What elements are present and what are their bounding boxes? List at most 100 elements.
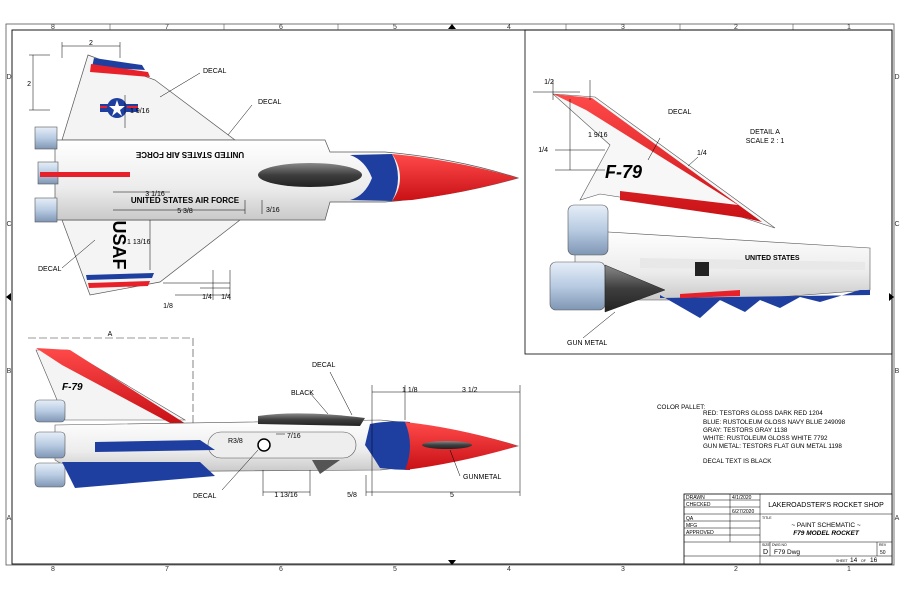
tb-total: 16 xyxy=(870,557,878,564)
dim-1-4-b: 1/4 xyxy=(221,294,231,301)
zone-top-8: 8 xyxy=(51,24,55,31)
detail-body-text: UNITED STATES xyxy=(745,255,800,262)
detail-title: DETAIL A xyxy=(750,129,780,136)
dim-2-vertical: 2 xyxy=(27,81,31,88)
detail-a-marker: A xyxy=(108,331,113,338)
zone-bottom-5: 5 xyxy=(393,566,397,573)
detail-scale: SCALE 2 : 1 xyxy=(746,138,785,145)
detail-decal-label: DECAL xyxy=(668,109,691,116)
decal-label-2: DECAL xyxy=(258,99,281,106)
zone-right-b: B xyxy=(895,368,900,375)
roundel-icon xyxy=(100,98,138,118)
palette-line-white: WHITE: RUSTOLEUM GLOSS WHITE 7792 xyxy=(703,435,828,442)
detail-dim-1-9-16: 1 9/16 xyxy=(588,132,608,139)
detail-gunmetal-cone xyxy=(604,264,666,313)
decal-label-1: DECAL xyxy=(203,68,226,75)
zone-top-1: 1 xyxy=(847,24,851,31)
tb-title-2: F79 MODEL ROCKET xyxy=(793,530,860,537)
zone-bottom-4: 4 xyxy=(507,566,511,573)
tb-dwg: F79 Dwg xyxy=(774,549,800,556)
detail-dim-1-4-a: 1/4 xyxy=(538,147,548,154)
zone-right-c: C xyxy=(894,221,899,228)
tb-size-label: SIZE xyxy=(762,543,770,547)
dim-1-13-16: 1 13/16 xyxy=(127,239,150,246)
tb-rev: 50 xyxy=(880,550,886,556)
zone-top-4: 4 xyxy=(507,24,511,31)
side-view: A F-79 xyxy=(28,331,521,500)
zone-markers-bottom: 8 7 6 5 4 3 2 1 xyxy=(51,566,851,573)
zone-bottom-8: 8 xyxy=(51,566,55,573)
palette-line-blue: BLUE: RUSTOLEUM GLOSS NAVY BLUE 249098 xyxy=(703,419,846,426)
palette-line-gray: GRAY: TESTORS GRAY 1138 xyxy=(703,427,788,434)
zone-bottom-6: 6 xyxy=(279,566,283,573)
color-palette-notes: COLOR PALLET: RED: TESTORS GLOSS DARK RE… xyxy=(657,404,846,465)
palette-note: DECAL TEXT IS BLACK xyxy=(703,458,772,465)
tb-size: D xyxy=(763,549,768,556)
detail-frame xyxy=(524,29,893,355)
tb-date-checked: 6/27/2020 xyxy=(732,509,754,515)
wing-text-bottom: UNITED STATES AIR FORCE xyxy=(131,196,240,205)
zone-left-d: D xyxy=(6,74,11,81)
dim-5: 5 xyxy=(450,492,454,499)
zone-left-c: C xyxy=(6,221,11,228)
zone-top-5: 5 xyxy=(393,24,397,31)
zone-markers-top: 8 7 6 5 4 3 2 1 xyxy=(51,24,851,31)
decal-label-3: DECAL xyxy=(38,266,61,273)
tb-checked-label: CHECKED xyxy=(686,502,711,508)
dim-7-16: 7/16 xyxy=(287,433,301,440)
tb-mfg-label: MFG xyxy=(686,523,697,529)
wing-text-top: UNITED STATES AIR FORCE xyxy=(135,150,244,159)
zone-top-6: 6 xyxy=(279,24,283,31)
side-f79-decal: F-79 xyxy=(62,382,83,393)
zone-top-3: 3 xyxy=(621,24,625,31)
dim-1-13-16-side: 1 13/16 xyxy=(274,492,297,499)
zone-bottom-1: 1 xyxy=(847,566,851,573)
zone-left-b: B xyxy=(7,368,12,375)
zone-right-d: D xyxy=(894,74,899,81)
dim-5-3-8: 5 3/8 xyxy=(177,208,193,215)
tb-date-drawn: 4/1/2020 xyxy=(732,495,752,501)
usaf-decal: USAF xyxy=(109,221,129,270)
detail-a-marker-box xyxy=(28,337,194,440)
dim-r3-8: R3/8 xyxy=(228,438,243,445)
zone-right-a: A xyxy=(895,515,900,522)
canopy-top xyxy=(258,163,362,187)
tb-of-label: OF xyxy=(861,559,866,563)
zone-bottom-2: 2 xyxy=(734,566,738,573)
tb-qa-label: QA xyxy=(686,516,694,522)
zone-markers-side: D C B A D C B A xyxy=(6,24,900,565)
dim-3-1-16: 3 1/16 xyxy=(145,191,165,198)
zone-bottom-3: 3 xyxy=(621,566,625,573)
dim-1-9-16: 1 9/16 xyxy=(130,108,150,115)
detail-dim-1-4-b: 1/4 xyxy=(697,150,707,157)
tb-shop-name: LAKEROADSTER'S ROCKET SHOP xyxy=(768,502,884,509)
tb-dwg-label: DWG NO xyxy=(772,543,787,547)
dim-3-16: 3/16 xyxy=(266,207,280,214)
detail-f79-decal: F-79 xyxy=(605,162,642,182)
dim-5-8: 5/8 xyxy=(347,492,357,499)
tb-drawn-label: DRAWN xyxy=(686,495,705,501)
detail-gunmetal-label: GUN METAL xyxy=(567,340,607,347)
top-view-dimensions xyxy=(29,42,263,300)
palette-heading: COLOR PALLET: xyxy=(657,404,705,411)
tb-title-1: ~ PAINT SCHEMATIC ~ xyxy=(791,522,861,529)
palette-line-gunmetal: GUN METAL: TESTORS FLAT GUN METAL 1198 xyxy=(703,443,842,450)
detail-dim-1-2: 1/2 xyxy=(544,79,554,86)
side-decal-label-2: DECAL xyxy=(193,493,216,500)
detail-a-view: F-79 UNITED STATES 1/2 1 9/16 1/4 1/4 xyxy=(524,29,893,355)
dim-1-4-a: 1/4 xyxy=(202,294,212,301)
side-black-label: BLACK xyxy=(291,390,314,397)
tb-title-label: TITLE xyxy=(762,516,772,520)
side-gunmetal-label: GUNMETAL xyxy=(463,474,501,481)
tb-rev-label: REV xyxy=(879,543,887,547)
palette-line-red: RED: TESTORS GLOSS DARK RED 1204 xyxy=(703,410,823,417)
zone-left-a: A xyxy=(7,515,12,522)
tb-approved-label: APPROVED xyxy=(686,530,714,536)
zone-bottom-7: 7 xyxy=(165,566,169,573)
dim-3-1-2: 3 1/2 xyxy=(462,387,478,394)
title-block: DRAWN CHECKED QA MFG APPROVED 4/1/2020 6… xyxy=(683,493,893,565)
tb-sheet: 14 xyxy=(850,557,858,564)
side-decal-label: DECAL xyxy=(312,362,335,369)
dim-2: 2 xyxy=(89,40,93,47)
